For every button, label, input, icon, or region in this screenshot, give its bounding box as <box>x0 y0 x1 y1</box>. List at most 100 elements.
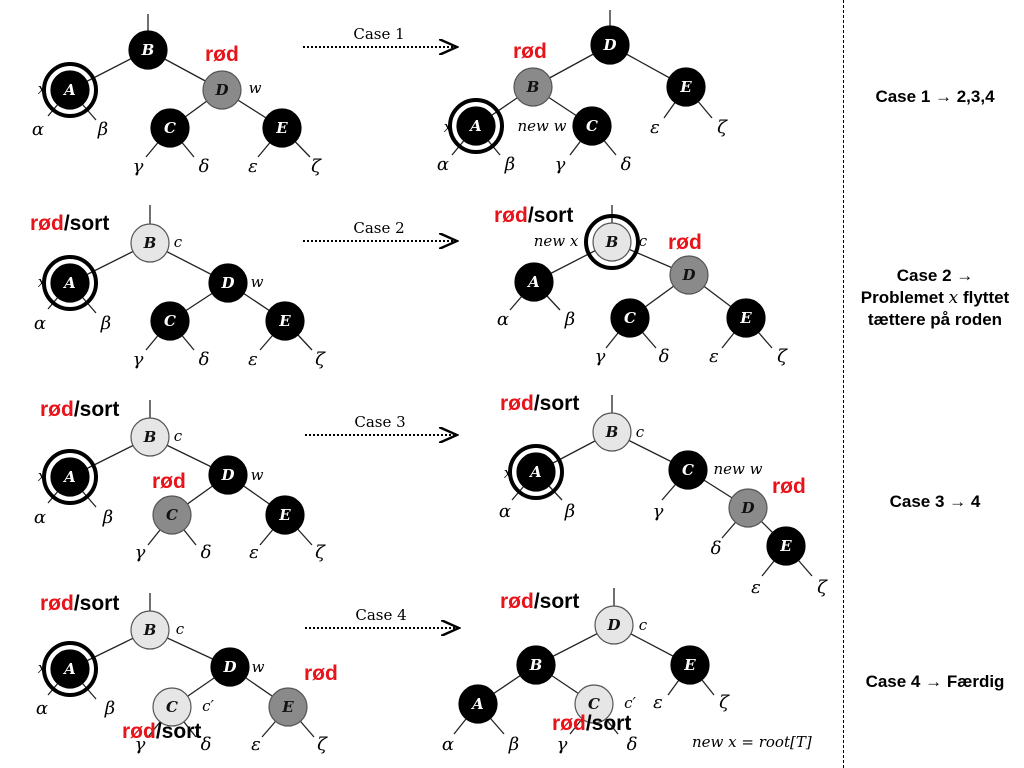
node-label-c: C <box>164 119 176 137</box>
dashed-divider <box>843 0 844 768</box>
color-label-redblack: rød/sort <box>30 212 109 235</box>
tree-node-e <box>265 301 305 341</box>
leaf-beta: β <box>564 501 575 522</box>
color-label-redblack: rød/sort <box>500 392 579 415</box>
node-label-d: D <box>681 266 695 284</box>
caption-case4-text: Case 4 → Færdig <box>865 672 1005 691</box>
tree-node-a <box>50 70 90 110</box>
tree-node-e <box>670 645 710 685</box>
node-label-d: D <box>220 274 234 292</box>
leaf-epsilon: ε <box>251 734 261 755</box>
tree-node-b <box>592 412 632 452</box>
tree-node-c <box>668 450 708 490</box>
c-label: c <box>174 427 183 445</box>
leaf-alpha: α <box>442 734 454 755</box>
w-label: w <box>249 79 262 97</box>
node-label-a: A <box>62 81 76 99</box>
color-label-redblack: rød/sort <box>40 592 119 615</box>
tree-node-e <box>726 298 766 338</box>
leaf-zeta: ζ <box>311 156 322 177</box>
tree-node-d <box>728 488 768 528</box>
caption-case2: Case 2 → Problemet x flyttet tættere på … <box>846 265 1024 331</box>
caption-case2-text-c: flyttet <box>958 288 1010 307</box>
tree-node-c <box>572 106 612 146</box>
leaf-zeta: ζ <box>717 117 728 138</box>
tree-node-e <box>666 67 706 107</box>
tree-node-b <box>513 67 553 107</box>
leaf-gamma: γ <box>557 734 568 755</box>
leaf-epsilon: ε <box>709 346 719 367</box>
leaf-gamma: γ <box>653 501 664 522</box>
x-label: x <box>504 464 513 482</box>
leaf-delta: δ <box>201 542 212 563</box>
leaf-beta: β <box>100 313 111 334</box>
node-label-e: E <box>275 119 288 137</box>
leaf-beta: β <box>564 309 575 330</box>
node-label-a: A <box>528 463 542 481</box>
w-label: w <box>251 466 264 484</box>
x-pointer-ring <box>448 98 504 154</box>
node-label-e: E <box>739 309 752 327</box>
case3-arrow-label: Case 3 <box>354 413 405 431</box>
x-label: x <box>444 118 453 136</box>
node-label-e: E <box>779 537 792 555</box>
c-label: c <box>639 616 648 634</box>
leaf-gamma: γ <box>135 734 146 755</box>
node-label-d: D <box>222 658 236 676</box>
leaf-delta: δ <box>199 349 210 370</box>
tree-node-b <box>130 417 170 457</box>
new-w-label: new w <box>518 117 567 135</box>
node-label-b: B <box>529 656 543 674</box>
tree-node-d <box>208 455 248 495</box>
caption-case3: Case 3 → 4 <box>846 491 1024 513</box>
color-label-redblack: rød/sort <box>40 398 119 421</box>
caption-case3-text: Case 3 → 4 <box>889 492 981 511</box>
c-prime-label: c′ <box>624 694 636 712</box>
leaf-zeta: ζ <box>777 346 788 367</box>
leaf-zeta: ζ <box>817 577 828 598</box>
node-label-b: B <box>143 428 157 446</box>
x-label: x <box>38 273 47 291</box>
x-pointer-ring <box>42 449 98 505</box>
tree-node-c <box>150 108 190 148</box>
node-label-d: D <box>606 616 620 634</box>
new-w-label: new w <box>714 460 763 478</box>
c-label: c <box>636 423 645 441</box>
node-label-c: C <box>588 695 600 713</box>
caption-case2-x: x <box>948 288 959 308</box>
caption-case2-line2: Problemet x flyttet <box>846 287 1024 309</box>
caption-case2-line3: tættere på roden <box>867 310 1003 329</box>
node-label-e: E <box>281 698 294 716</box>
leaf-zeta: ζ <box>315 542 326 563</box>
tree-node-c <box>610 298 650 338</box>
node-label-b: B <box>526 78 540 96</box>
leaf-epsilon: ε <box>249 542 259 563</box>
tree-node-a <box>514 262 554 302</box>
node-label-a: A <box>468 117 482 135</box>
caption-case2-text-a: Problemet <box>860 288 949 307</box>
node-label-a: A <box>470 695 484 713</box>
node-label-b: B <box>605 233 619 251</box>
color-label-red: rød <box>668 231 702 254</box>
node-label-d: D <box>214 81 228 99</box>
leaf-epsilon: ε <box>653 692 663 713</box>
leaf-delta: δ <box>627 734 638 755</box>
node-label-e: E <box>278 312 291 330</box>
node-label-e: E <box>683 656 696 674</box>
x-pointer-ring <box>42 641 98 697</box>
tree-node-d <box>208 263 248 303</box>
tree-node-c <box>152 687 192 727</box>
node-label-b: B <box>143 234 157 252</box>
node-label-a: A <box>526 273 540 291</box>
tree-node-a <box>50 263 90 303</box>
tree-node-b <box>128 30 168 70</box>
x-label: x <box>38 467 47 485</box>
w-label: w <box>251 273 264 291</box>
node-label-c: C <box>166 506 178 524</box>
node-label-c: C <box>164 312 176 330</box>
tree-node-a <box>50 649 90 689</box>
